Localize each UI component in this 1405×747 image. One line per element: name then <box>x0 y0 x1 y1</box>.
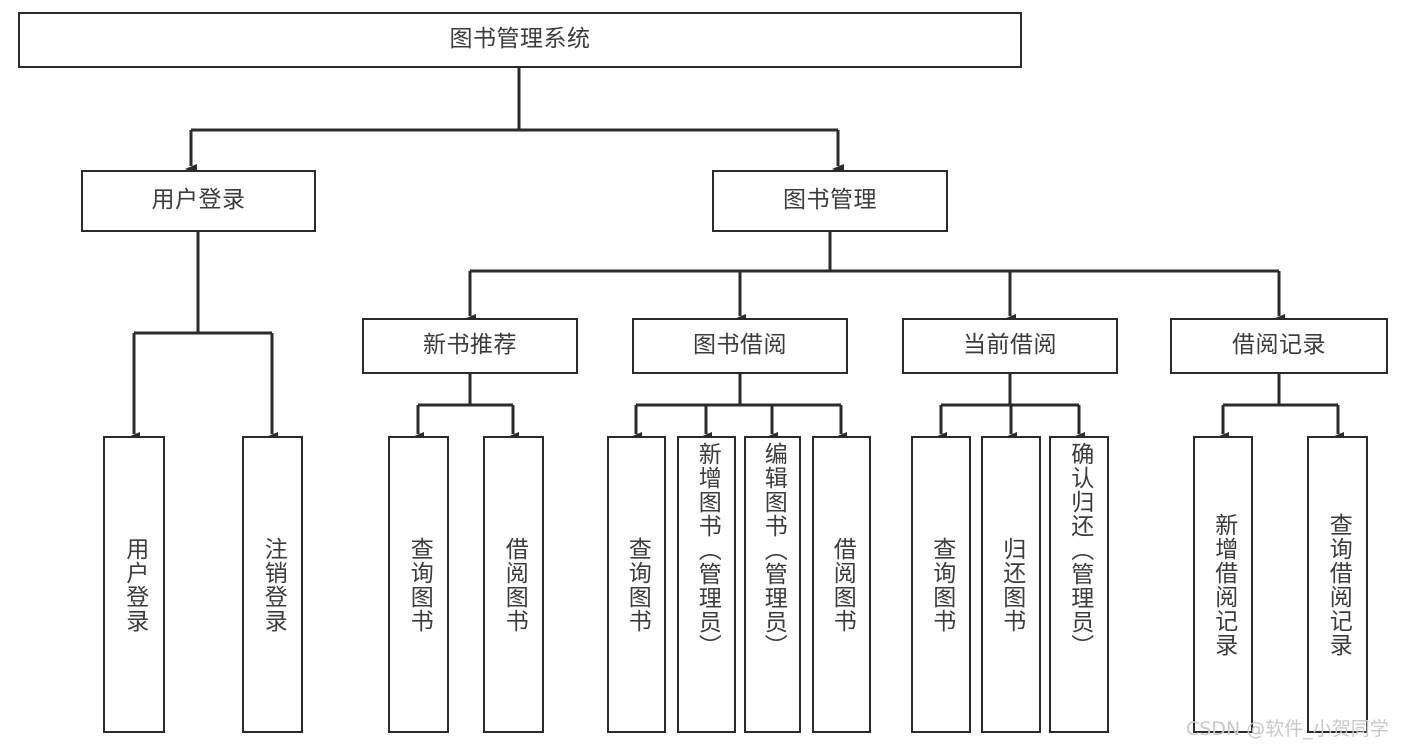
node-user-login[interactable]: 用户登录 <box>81 170 316 232</box>
node-book-manage[interactable]: 图书管理 <box>712 170 948 232</box>
node-leaf-add-book[interactable]: 新增图书（管理员） <box>677 436 736 733</box>
node-current-borrow[interactable]: 当前借阅 <box>902 318 1118 374</box>
node-leaf-add-book-label: 新增图书（管理员） <box>694 442 721 658</box>
node-leaf-confirm-return-label: 确认归还（管理员） <box>1066 442 1093 658</box>
node-leaf-query-book-1[interactable]: 查询图书 <box>388 436 449 733</box>
node-book-manage-label: 图书管理 <box>783 187 877 214</box>
node-leaf-query-book-1-label: 查询图书 <box>406 536 433 633</box>
node-leaf-return-book[interactable]: 归还图书 <box>981 436 1041 733</box>
node-leaf-add-record-label: 新增借阅记录 <box>1210 512 1237 657</box>
node-leaf-borrow-book-1[interactable]: 借阅图书 <box>483 436 544 733</box>
node-borrow-record[interactable]: 借阅记录 <box>1170 318 1388 374</box>
node-current-borrow-label: 当前借阅 <box>963 332 1057 359</box>
node-leaf-user-login-label: 用户登录 <box>121 536 148 633</box>
node-leaf-logout-login-label: 注销登录 <box>260 536 287 633</box>
node-leaf-user-login[interactable]: 用户登录 <box>103 436 165 733</box>
node-leaf-edit-book-label: 编辑图书（管理员） <box>760 442 787 658</box>
node-root[interactable]: 图书管理系统 <box>18 12 1022 68</box>
node-leaf-return-book-label: 归还图书 <box>998 536 1025 633</box>
node-leaf-borrow-book-2[interactable]: 借阅图书 <box>812 436 871 733</box>
node-book-borrow[interactable]: 图书借阅 <box>632 318 848 374</box>
node-leaf-query-book-2[interactable]: 查询图书 <box>607 436 666 733</box>
node-leaf-query-book-3-label: 查询图书 <box>928 536 955 633</box>
node-leaf-confirm-return[interactable]: 确认归还（管理员） <box>1049 436 1109 733</box>
node-root-label: 图书管理系统 <box>449 26 591 53</box>
node-book-borrow-label: 图书借阅 <box>693 332 787 359</box>
node-leaf-query-book-3[interactable]: 查询图书 <box>911 436 971 733</box>
node-new-book-recommend[interactable]: 新书推荐 <box>362 318 578 374</box>
node-leaf-query-record-label: 查询借阅记录 <box>1325 512 1352 657</box>
node-borrow-record-label: 借阅记录 <box>1232 332 1326 359</box>
node-leaf-add-record[interactable]: 新增借阅记录 <box>1193 436 1253 733</box>
node-new-book-recommend-label: 新书推荐 <box>423 332 517 359</box>
node-leaf-borrow-book-2-label: 借阅图书 <box>829 536 856 633</box>
node-user-login-label: 用户登录 <box>151 187 246 214</box>
node-leaf-edit-book[interactable]: 编辑图书（管理员） <box>744 436 801 733</box>
node-leaf-borrow-book-1-label: 借阅图书 <box>501 536 528 633</box>
node-leaf-logout-login[interactable]: 注销登录 <box>242 436 303 733</box>
node-leaf-query-record[interactable]: 查询借阅记录 <box>1307 436 1368 733</box>
node-leaf-query-book-2-label: 查询图书 <box>624 536 651 633</box>
